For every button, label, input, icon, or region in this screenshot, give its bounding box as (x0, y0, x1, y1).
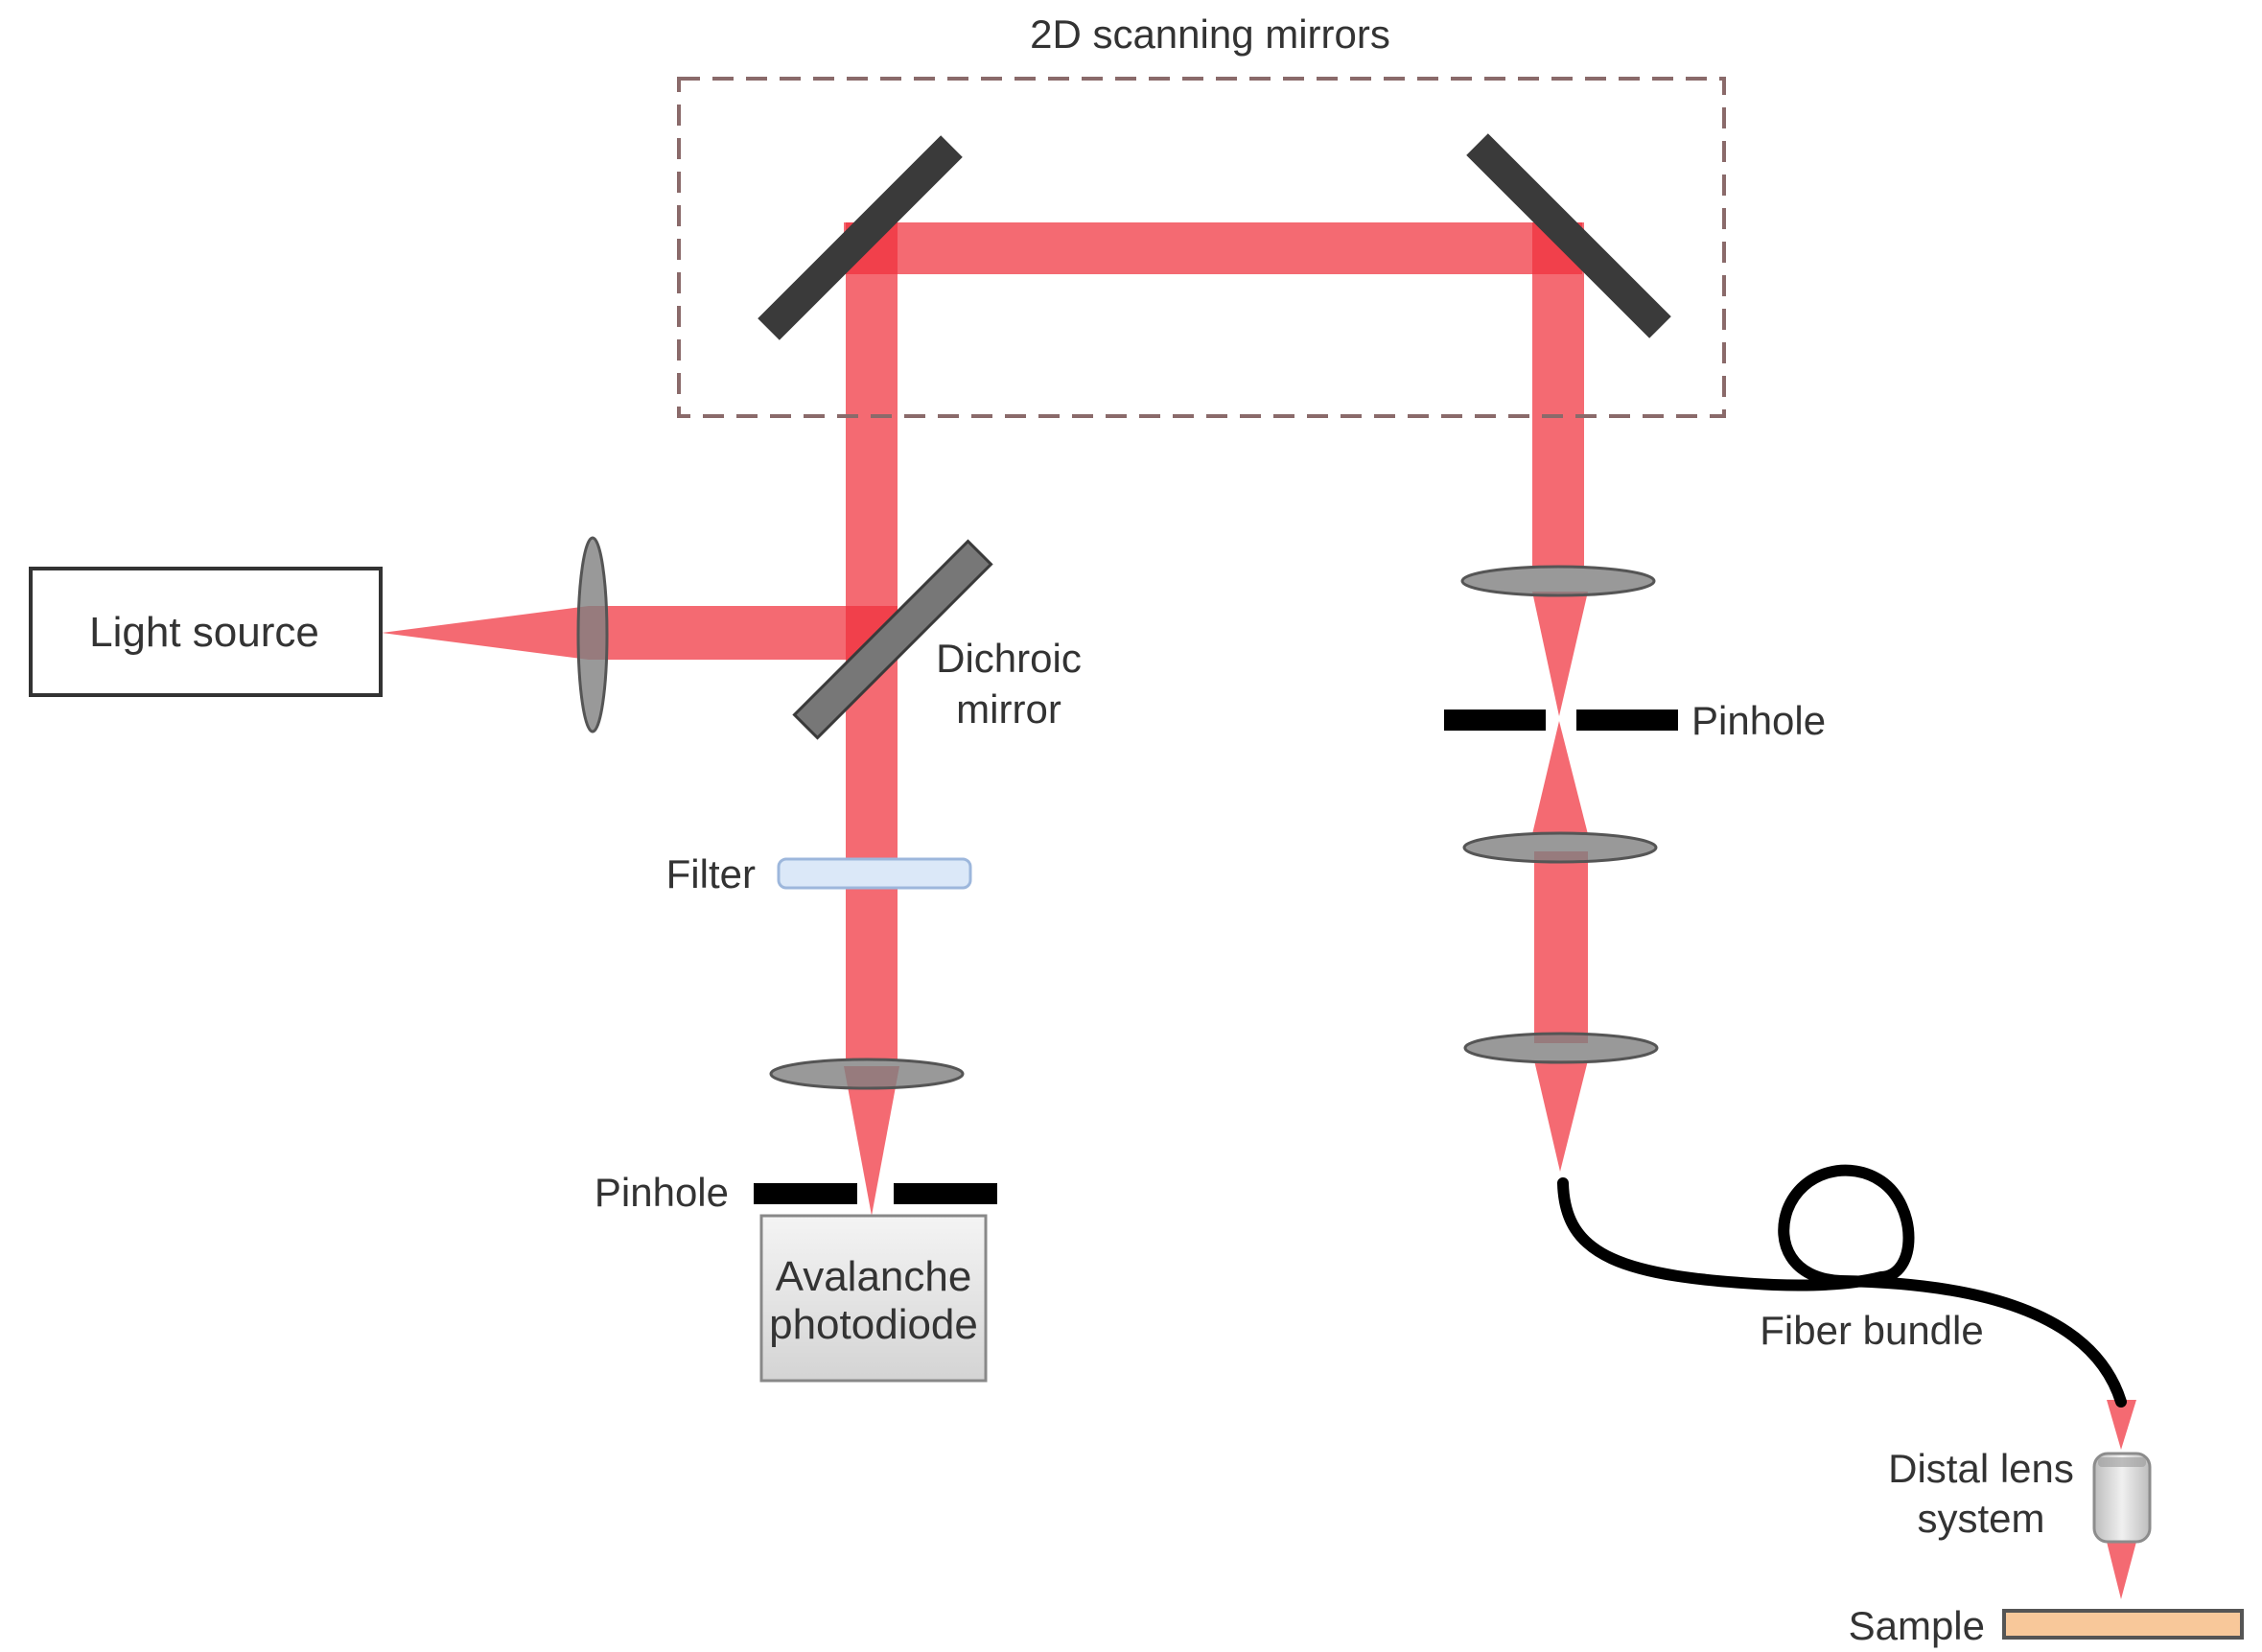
right-lens-3 (1463, 1032, 1659, 1064)
dichroic-mirror (792, 539, 993, 740)
light-source-box (29, 567, 383, 697)
beam-right-vertical-middle (1534, 851, 1588, 1043)
right-lens-1 (1460, 565, 1656, 597)
avalanche-photodiode-box (759, 1214, 988, 1383)
right-pinhole-right (1576, 710, 1678, 731)
scanning-mirrors-box (677, 77, 1726, 418)
beam-focus-cone-right-upper (1532, 592, 1588, 716)
beam-input-horizontal (589, 606, 898, 660)
filter-element (777, 857, 972, 890)
detector-pinhole-left (754, 1183, 857, 1204)
beam-focus-cone-right-lower (1532, 721, 1588, 834)
avalanche-photodiode-label-line2: photodiode (769, 1301, 978, 1348)
source-lens (576, 536, 609, 733)
right-lens-2 (1462, 831, 1658, 864)
scanning-mirrors-label: 2D scanning mirrors (1030, 12, 1390, 57)
dichroic-mirror-label-line2: mirror (956, 686, 1061, 732)
scanning-mirror-left (758, 135, 963, 340)
beam-distal-down (2107, 1542, 2136, 1599)
avalanche-photodiode-label-line1: Avalanche (776, 1253, 972, 1300)
right-pinhole-left (1444, 710, 1546, 731)
detector-lens (769, 1058, 965, 1090)
scanning-mirror-right (1466, 133, 1671, 338)
detector-pinhole-label: Pinhole (595, 1170, 729, 1215)
beam-top-horizontal (844, 222, 1582, 274)
light-source-label: Light source (89, 609, 319, 656)
beam-focus-cone-fiber (1534, 1060, 1588, 1172)
beam-focus-cone-detector (844, 1066, 899, 1216)
beam-distal-up (2107, 1400, 2136, 1450)
fiber-bundle-label: Fiber bundle (1760, 1308, 1983, 1353)
fiber-bundle (1557, 1164, 2127, 1408)
sample-element (2002, 1609, 2244, 1640)
beam-source-cone (382, 606, 589, 660)
beam-right-vertical-upper (1532, 222, 1584, 566)
right-pinhole-label: Pinhole (1691, 698, 1826, 743)
dichroic-mirror-label-line1: Dichroic (936, 636, 1082, 681)
sample-label: Sample (1849, 1603, 1985, 1648)
distal-lens-label-line2: system (1917, 1496, 2044, 1541)
detector-pinhole-right (894, 1183, 997, 1204)
beam-paths (382, 222, 2136, 1599)
distal-lens-label-line1: Distal lens (1888, 1446, 2074, 1491)
filter-label: Filter (666, 851, 756, 896)
distal-lens-system (2092, 1452, 2152, 1544)
